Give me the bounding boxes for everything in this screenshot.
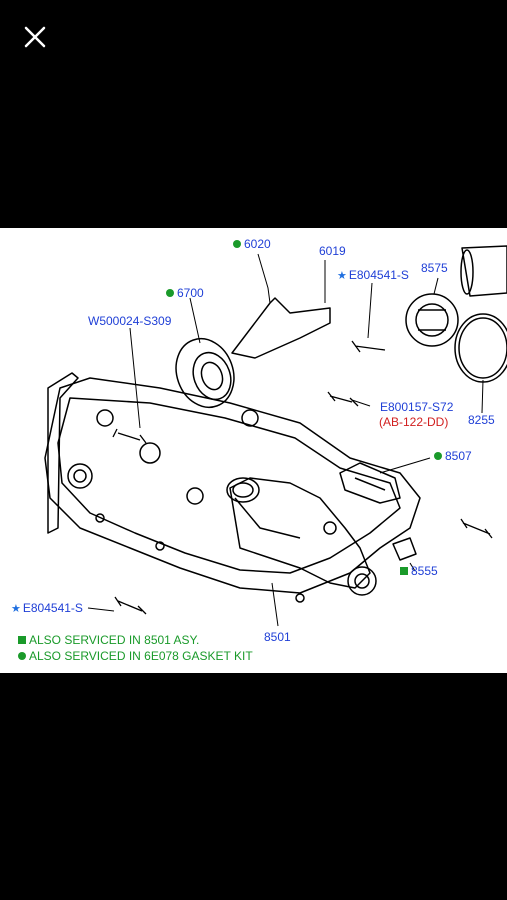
part-label-6700: 6700 xyxy=(166,286,204,300)
part-label-w500024: W500024-S309 xyxy=(88,314,172,328)
part-label-8501: 8501 xyxy=(264,630,291,644)
gasket-kit-dot-marker xyxy=(166,289,174,297)
gasket-kit-dot-marker xyxy=(233,240,241,248)
legend-square-row: ALSO SERVICED IN 8501 ASY. xyxy=(18,633,199,647)
gasket-kit-dot-marker xyxy=(434,452,442,460)
star-marker: ★ xyxy=(337,270,347,282)
star-marker: ★ xyxy=(11,603,21,615)
part-label-6019: 6019 xyxy=(319,244,346,258)
close-icon xyxy=(24,26,46,48)
part-label-e800157: E800157-S72 xyxy=(380,400,454,414)
part-label-8507: 8507 xyxy=(434,449,472,463)
part-label-8255: 8255 xyxy=(468,413,495,427)
engine-front-cover-drawing xyxy=(44,245,507,627)
part-label-8575: 8575 xyxy=(421,261,448,275)
part-label-8555: 8555 xyxy=(400,564,438,578)
assembly-square-marker xyxy=(400,567,408,575)
legend-dot-row: ALSO SERVICED IN 6E078 GASKET KIT xyxy=(18,649,253,663)
gasket-kit-dot-marker xyxy=(18,652,26,660)
part-label-e804541-bottom: ★E804541-S xyxy=(11,601,83,615)
part-label-6020: 6020 xyxy=(233,237,271,251)
assembly-square-marker xyxy=(18,636,26,644)
close-button[interactable] xyxy=(18,20,52,54)
part-label-ab-122-dd: (AB-122-DD) xyxy=(379,415,449,429)
parts-diagram: 6020 6019 6700 ★E804541-S 8575 W500024-S… xyxy=(0,228,507,673)
part-label-e804541-top: ★E804541-S xyxy=(337,268,409,282)
